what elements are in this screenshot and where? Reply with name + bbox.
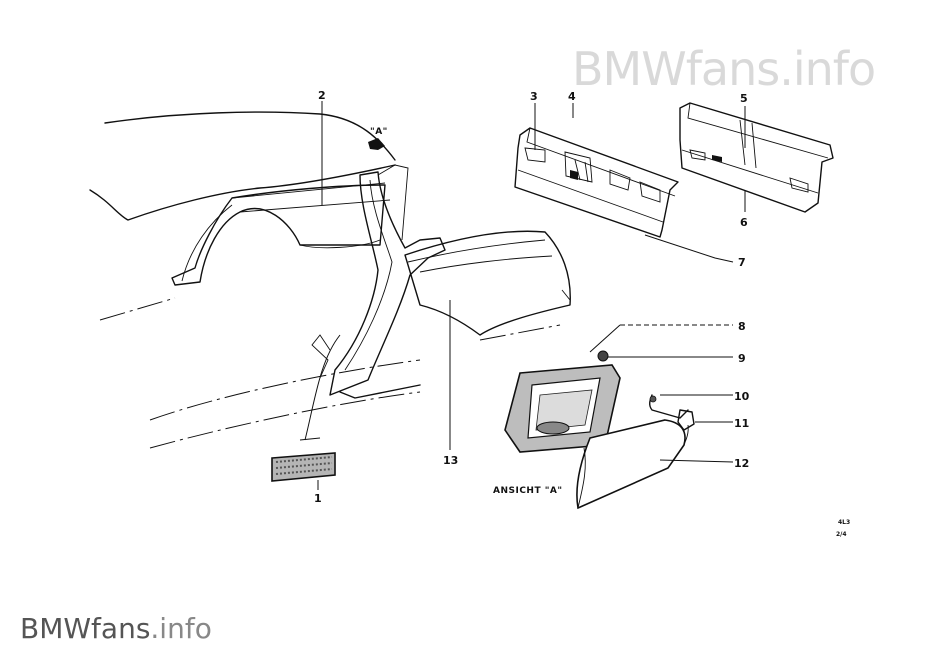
watermark-bottom-suffix: .info: [150, 612, 212, 645]
callout-13: 13: [443, 454, 458, 467]
watermark-top-brand: BMWfans: [572, 42, 780, 96]
watermark-bottom-brand: BMWfans: [20, 612, 151, 645]
watermark-top-suffix: .info: [779, 42, 876, 96]
callout-4: 4: [568, 90, 576, 103]
rear-panel-outer-icon: [679, 102, 834, 213]
callout-3: 3: [530, 90, 538, 103]
callout-5: 5: [740, 92, 748, 105]
callout-6: 6: [740, 216, 748, 229]
watermark-bottom: BMWfans.info: [20, 612, 212, 645]
car-body-outline-icon: [89, 111, 561, 449]
callout-10: 10: [734, 390, 750, 403]
view-caption: ANSICHT "A": [493, 486, 563, 496]
sound-insulation-pad-icon: [271, 334, 341, 482]
callout-7: 7: [738, 256, 746, 269]
fuel-filler-housing-icon: [504, 364, 621, 453]
pillar-panel-icon: [311, 164, 446, 399]
filler-flap-icon: [576, 419, 686, 510]
callout-1: 1: [314, 492, 322, 505]
rear-quarter-panel-icon: [404, 230, 571, 336]
leader-lines: [317, 101, 746, 490]
callout-2: 2: [318, 89, 326, 102]
callout-12: 12: [734, 457, 749, 470]
callout-11: 11: [734, 417, 749, 430]
callout-8: 8: [738, 320, 746, 333]
rear-panel-inner-icon: [514, 127, 679, 238]
view-arrow-icon: [368, 138, 385, 150]
watermark-top: BMWfans.info: [572, 42, 876, 96]
wheel-arch-panel-icon: [171, 182, 391, 286]
view-marker-label: "A": [370, 127, 388, 137]
callout-9: 9: [738, 352, 746, 365]
rubber-plug-icon: [597, 350, 609, 362]
drawing-code-line2: 2/4: [836, 531, 847, 538]
drawing-code-line1: 4L3: [838, 519, 850, 526]
